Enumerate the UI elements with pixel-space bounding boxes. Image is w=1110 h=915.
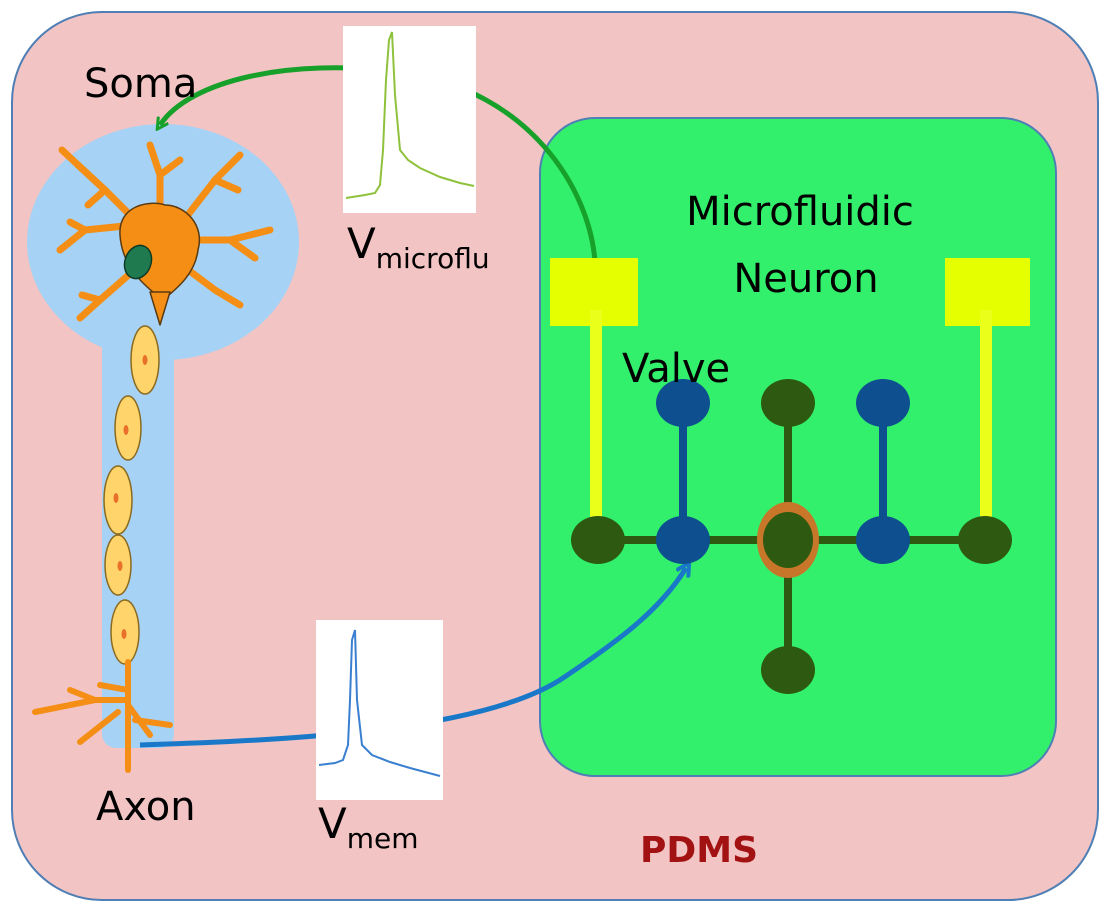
v-microflu-label: Vmicroflu xyxy=(347,219,490,275)
node-right xyxy=(958,516,1012,564)
center-node xyxy=(763,512,813,568)
node-bottom-center xyxy=(761,646,815,694)
valve-right xyxy=(856,516,910,564)
microfluidic-label-line1: Microfluidic xyxy=(686,189,914,235)
soma-label: Soma xyxy=(84,61,197,107)
dendrites xyxy=(56,141,274,322)
v-mem-trace xyxy=(316,620,443,800)
blue-signal-arrow xyxy=(139,568,686,748)
v-microflu-trace xyxy=(343,26,476,213)
neuron-illustration xyxy=(32,141,274,773)
v-mem-label: Vmem xyxy=(318,799,419,855)
channel-nodes xyxy=(571,379,1012,694)
microfluidic-box xyxy=(539,117,1057,777)
yellow-electrodes xyxy=(550,258,1030,540)
node-top-center xyxy=(761,379,815,427)
axon-label: Axon xyxy=(96,784,196,830)
nucleus xyxy=(123,244,153,280)
axon-terminals xyxy=(32,659,173,773)
valve-top-right xyxy=(856,379,910,427)
valve-top-left xyxy=(656,379,710,427)
node-left xyxy=(571,516,625,564)
valve-left xyxy=(656,516,710,564)
pdms-label: PDMS xyxy=(640,830,758,871)
left-pad-line xyxy=(590,310,602,540)
valve-label: Valve xyxy=(622,346,730,392)
right-pad-line xyxy=(980,310,992,540)
microfluidic-label-line2: Neuron xyxy=(733,256,878,302)
